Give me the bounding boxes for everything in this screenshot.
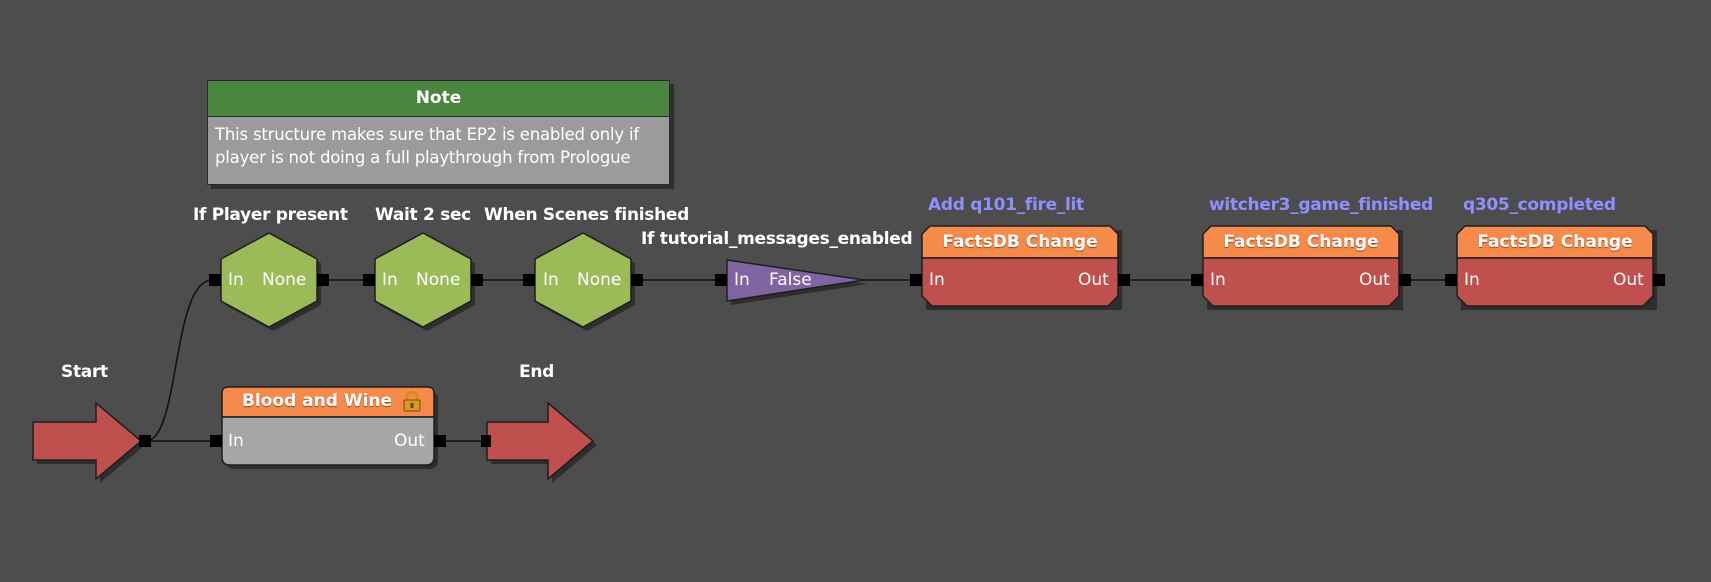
facts1-title: FactsDB Change <box>942 232 1098 252</box>
when-scenes-finished-label: When Scenes finished <box>484 205 689 225</box>
start-arrow[interactable] <box>32 401 143 481</box>
hex1-in-label: In <box>228 270 244 290</box>
hex-node-player-present[interactable] <box>209 232 329 331</box>
hex2-in-label: In <box>382 270 398 290</box>
end-label: End <box>519 362 554 382</box>
note-title: Note <box>208 81 669 117</box>
note-body: This structure makes sure that EP2 is en… <box>215 125 639 167</box>
facts-node-2[interactable] <box>1191 225 1411 310</box>
hex-node-scenes-finished[interactable] <box>523 232 643 331</box>
phase-node-blood-and-wine[interactable] <box>210 386 446 469</box>
phase-in-label: In <box>228 431 244 451</box>
facts-node-3[interactable] <box>1445 225 1665 310</box>
end-input-port[interactable] <box>481 435 491 447</box>
hex3-in-port[interactable] <box>523 274 535 286</box>
facts2-in-port[interactable] <box>1191 274 1203 286</box>
facts3-in-port[interactable] <box>1445 274 1457 286</box>
facts3-in-label: In <box>1464 270 1480 290</box>
hex2-out-label: None <box>416 270 461 290</box>
phase-in-port[interactable] <box>210 435 222 447</box>
condition-in-label: In <box>734 270 750 290</box>
facts1-out-port[interactable] <box>1118 274 1130 286</box>
condition-node-tutorial[interactable] <box>715 259 868 305</box>
wait-label: Wait 2 sec <box>375 205 471 225</box>
if-tutorial-label: If tutorial_messages_enabled <box>641 229 913 249</box>
hex3-out-port[interactable] <box>631 274 643 286</box>
facts3-out-port[interactable] <box>1653 274 1665 286</box>
condition-out-label: False <box>769 270 812 290</box>
facts3-title: FactsDB Change <box>1477 232 1633 252</box>
link-start-to-player <box>145 279 213 442</box>
condition-in-port[interactable] <box>715 274 727 286</box>
note-box[interactable]: Note This structure makes sure that EP2 … <box>207 80 670 185</box>
facts2-in-label: In <box>1210 270 1226 290</box>
phase-title: Blood and Wine <box>241 391 393 411</box>
connections <box>145 279 1449 442</box>
hex3-in-label: In <box>543 270 559 290</box>
witcher3-game-finished-label: witcher3_game_finished <box>1209 195 1433 215</box>
hex2-in-port[interactable] <box>363 274 375 286</box>
facts2-title: FactsDB Change <box>1223 232 1379 252</box>
q305-completed-label: q305_completed <box>1463 195 1616 215</box>
hex1-out-port[interactable] <box>317 274 329 286</box>
facts2-out-port[interactable] <box>1399 274 1411 286</box>
phase-out-label: Out <box>394 431 425 451</box>
hex2-out-port[interactable] <box>471 274 483 286</box>
phase-out-port[interactable] <box>434 435 446 447</box>
lock-icon <box>401 390 423 412</box>
facts1-in-port[interactable] <box>910 274 922 286</box>
add-q101-label: Add q101_fire_lit <box>928 195 1084 215</box>
start-output-port[interactable] <box>139 435 151 447</box>
facts3-out-label: Out <box>1613 270 1644 290</box>
hex1-in-port[interactable] <box>209 274 221 286</box>
facts1-out-label: Out <box>1078 270 1109 290</box>
start-label: Start <box>61 362 108 382</box>
hex1-out-label: None <box>262 270 307 290</box>
hex-node-wait[interactable] <box>363 232 483 331</box>
if-player-present-label: If Player present <box>193 205 348 225</box>
end-arrow[interactable] <box>486 401 595 481</box>
facts2-out-label: Out <box>1359 270 1390 290</box>
hex3-out-label: None <box>577 270 622 290</box>
facts1-in-label: In <box>929 270 945 290</box>
facts-node-1[interactable] <box>910 225 1130 310</box>
